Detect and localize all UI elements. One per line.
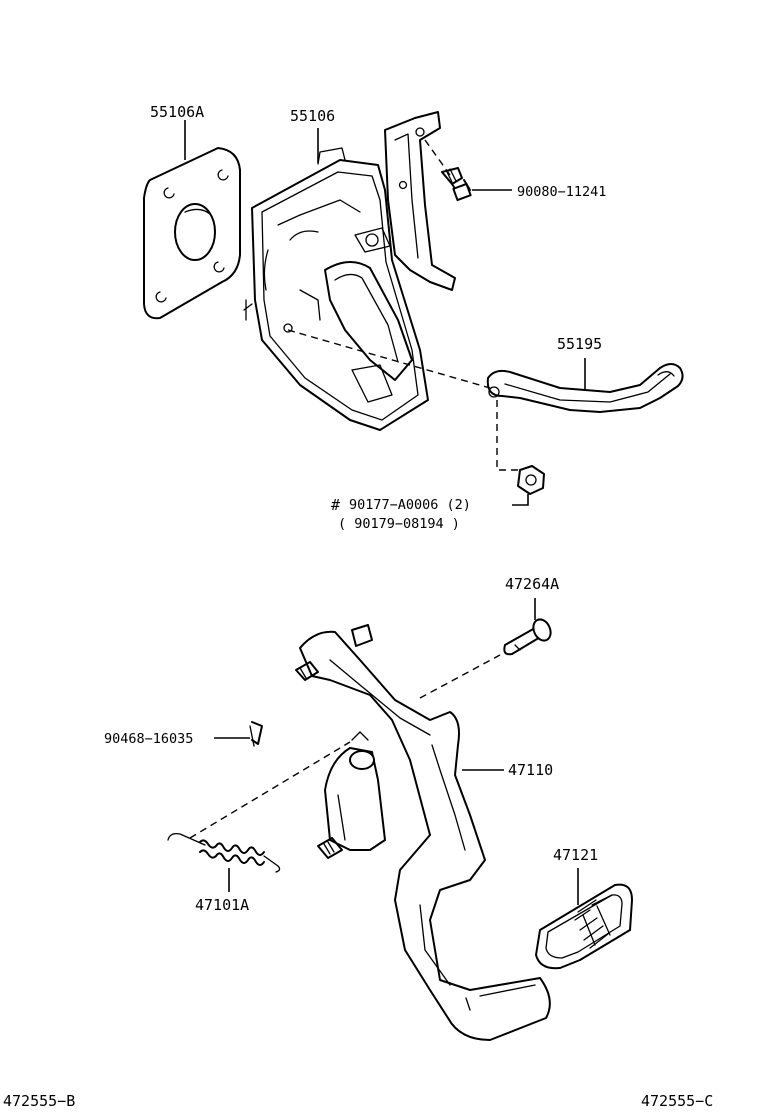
bracket-assembly-55106[interactable]: [243, 111, 456, 431]
label-47110: 47110: [508, 761, 553, 779]
leader-90177: [512, 494, 529, 506]
bolt-90080-11241[interactable]: [441, 167, 472, 202]
label-47121: 47121: [553, 846, 598, 864]
label-55106a: 55106A: [150, 103, 204, 121]
label-90468-16035: 90468−16035: [104, 731, 193, 747]
label-47101a: 47101A: [195, 896, 249, 914]
footer-code-right: 472555−C: [641, 1092, 713, 1110]
footer-code-left: 472555−B: [3, 1092, 75, 1110]
dash-pin: [419, 654, 501, 699]
pin-47264a[interactable]: [503, 617, 554, 656]
spring-47101a[interactable]: [167, 832, 281, 873]
dash-rod-bracket: [287, 329, 491, 389]
clip-90468-16035[interactable]: [249, 721, 263, 747]
label-55195: 55195: [557, 335, 602, 353]
label-90080-11241: 90080−11241: [517, 184, 606, 200]
label-47264a: 47264A: [505, 575, 559, 593]
dash-rod-nut: [496, 400, 520, 471]
label-90179-08194: ( 90179−08194 ): [338, 516, 460, 532]
dash-bolt: [424, 139, 451, 176]
pedal-arm-47110[interactable]: [295, 624, 551, 1041]
gasket-plate-55106a[interactable]: [143, 147, 241, 320]
hash-marker: #: [331, 496, 340, 514]
nut-90177[interactable]: [517, 465, 545, 495]
rod-55195[interactable]: [486, 363, 684, 413]
label-90177-a0006: 90177−A0006 (2): [349, 497, 471, 513]
pedal-pad-47121[interactable]: [535, 883, 633, 970]
label-55106: 55106: [290, 107, 335, 125]
